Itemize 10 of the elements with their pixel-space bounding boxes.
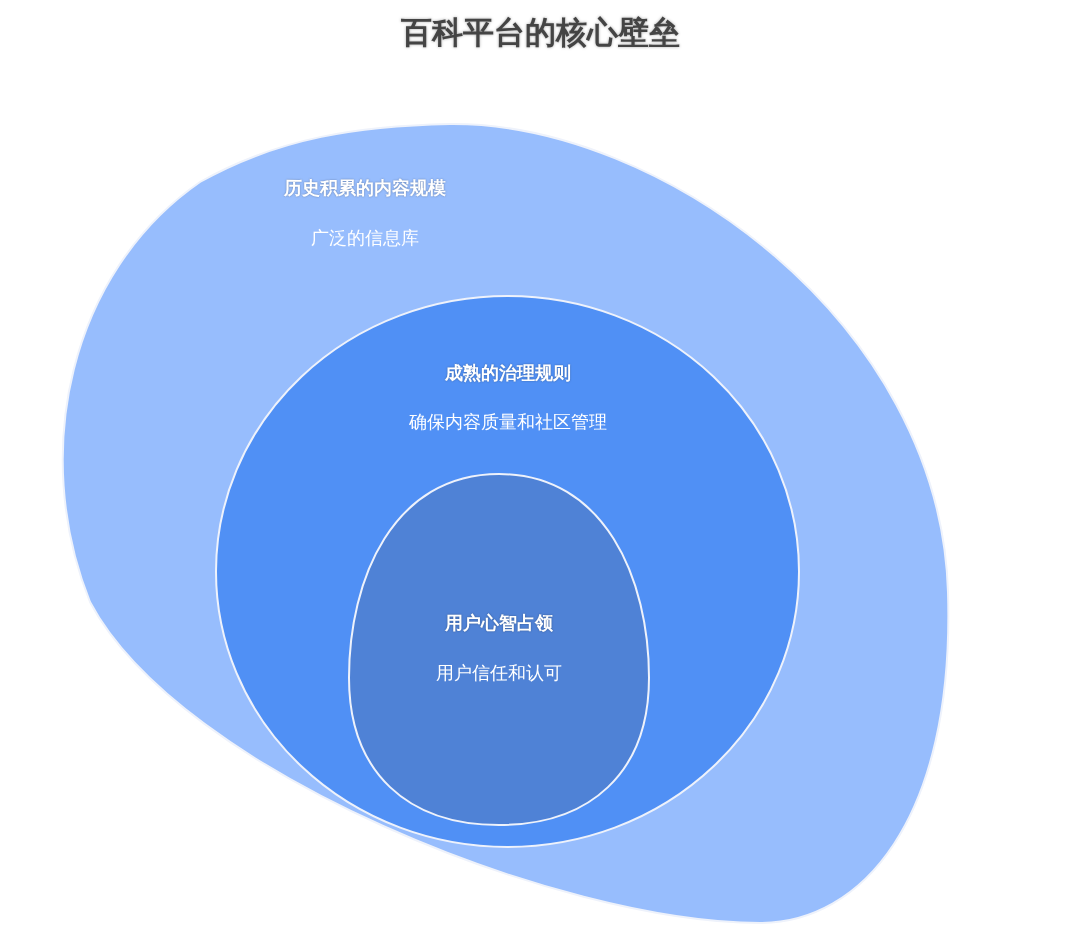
layer-heading: 用户心智占领 (445, 611, 553, 635)
layer-description: 确保内容质量和社区管理 (409, 410, 607, 434)
layer-heading: 成熟的治理规则 (445, 361, 571, 385)
layer-heading: 历史积累的内容规模 (284, 176, 446, 200)
diagram-title: 百科平台的核心壁垒 (400, 13, 680, 52)
middle-layer (215, 295, 800, 848)
layer-description: 广泛的信息库 (311, 226, 419, 250)
layer-description: 用户信任和认可 (436, 661, 562, 685)
outer-layer (60, 122, 950, 925)
inner-core (348, 473, 650, 826)
